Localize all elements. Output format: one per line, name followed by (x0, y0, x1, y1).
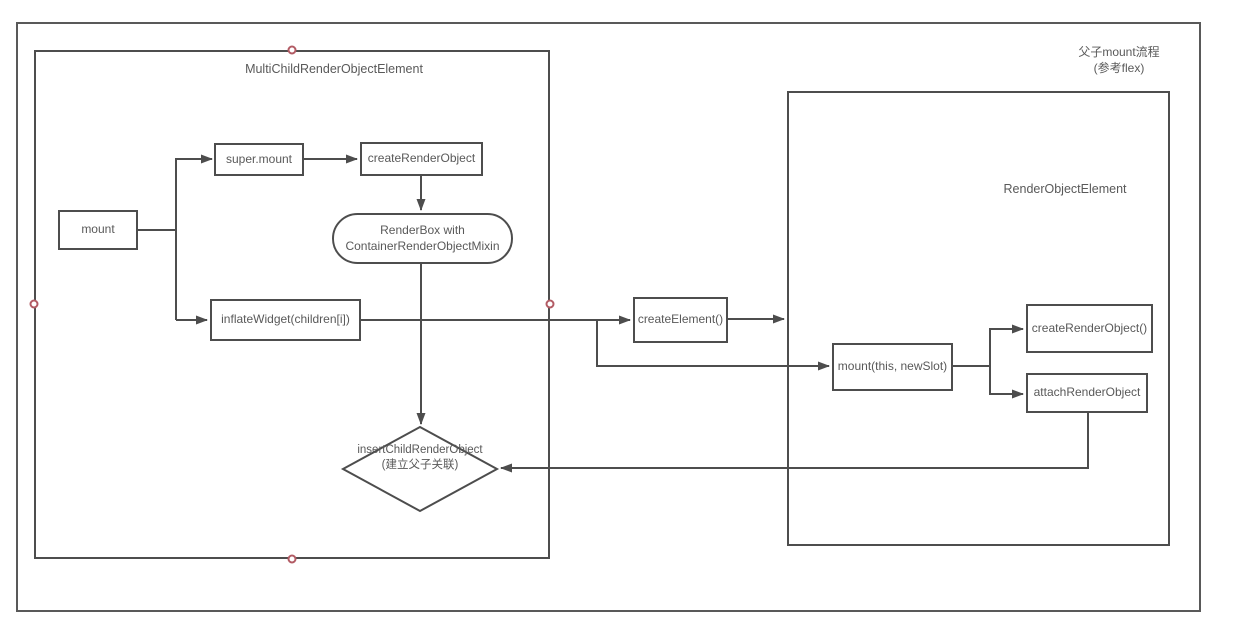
node-render-box-line1: RenderBox with (380, 222, 465, 237)
node-render-box-label: RenderBox with ContainerRenderObjectMixi… (345, 223, 499, 254)
node-attach-render-object[interactable]: attachRenderObject (1026, 373, 1148, 413)
arrow-mount-this-to-attach-render-object[interactable] (989, 366, 1024, 399)
arrow-mount-to-super-mount[interactable] (175, 154, 213, 320)
node-mount-label: mount (81, 222, 115, 237)
page-annotation-line2: (参考flex) (1093, 61, 1145, 76)
node-create-render-object-call-label: createRenderObject() (1031, 320, 1148, 335)
node-super-mount[interactable]: super.mount (214, 143, 304, 176)
node-insert-child-render-object[interactable] (340, 425, 500, 513)
group-multi-child-label: MultiChildRenderObjectElement (245, 62, 423, 76)
selection-handle-right-icon[interactable] (545, 299, 555, 309)
arrow-inflate-widget-to-mount-this[interactable] (596, 320, 830, 371)
page-annotation-line1: 父子mount流程 (1078, 45, 1160, 59)
node-create-element[interactable]: createElement() (633, 297, 728, 343)
node-mount-this-new-slot-label: mount(this, newSlot) (837, 359, 948, 374)
selection-handle-top-icon[interactable] (287, 45, 297, 55)
node-super-mount-label: super.mount (225, 151, 293, 166)
node-attach-render-object-label: attachRenderObject (1033, 385, 1141, 400)
node-create-element-label: createElement() (637, 312, 724, 327)
selection-handle-left-icon[interactable] (29, 299, 39, 309)
group-render-object-label: RenderObjectElement (1003, 182, 1127, 196)
page-border (16, 22, 1201, 612)
node-create-render-object[interactable]: createRenderObject (360, 142, 483, 176)
node-mount[interactable]: mount (58, 210, 138, 250)
node-render-box-line2: ContainerRenderObjectMixin (345, 238, 500, 253)
node-create-render-object-call[interactable]: createRenderObject() (1026, 304, 1153, 353)
node-inflate-widget[interactable]: inflateWidget(children[i]) (210, 299, 361, 341)
node-create-render-object-label: createRenderObject (367, 151, 476, 166)
arrow-mount-this-to-create-render-object-call[interactable] (953, 324, 1024, 367)
arrow-attach-render-object-to-insert-child[interactable] (500, 413, 1089, 473)
node-inflate-widget-label: inflateWidget(children[i]) (221, 312, 350, 327)
node-render-box-with-mixin[interactable]: RenderBox with ContainerRenderObjectMixi… (332, 213, 513, 264)
selection-handle-bottom-icon[interactable] (287, 554, 297, 564)
group-render-object-element[interactable] (787, 91, 1170, 546)
node-mount-this-new-slot[interactable]: mount(this, newSlot) (832, 343, 953, 391)
page-annotation-text[interactable]: 父子mount流程 (参考flex) (1078, 44, 1159, 76)
